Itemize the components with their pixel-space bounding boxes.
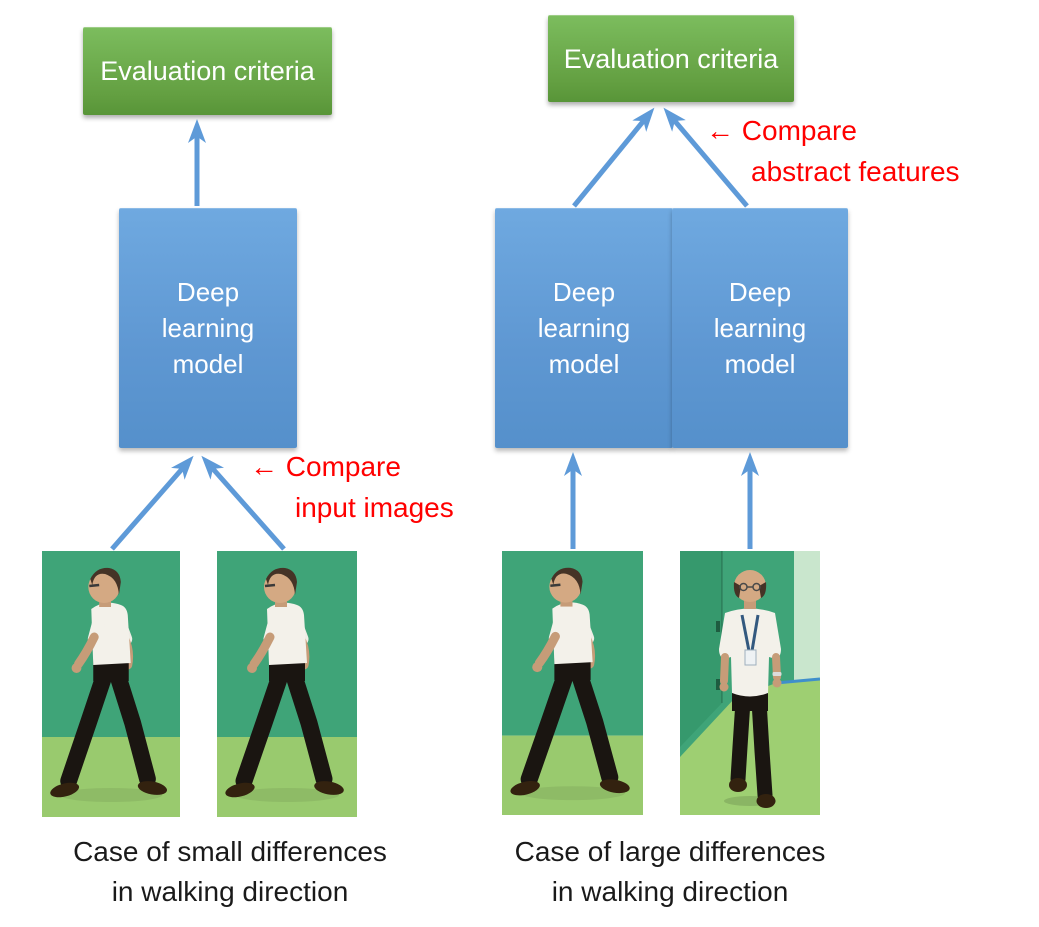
- man-walking-side-illustration: [42, 551, 180, 817]
- compare-note-line1: ← Compare: [706, 115, 857, 146]
- man-walking-front-illustration: [680, 551, 820, 815]
- man-walking-side-photo: [217, 551, 357, 817]
- caption-line2: in walking direction: [111, 876, 349, 907]
- arrow-model1-to-criteria-right: [572, 107, 655, 208]
- man-walking-side-illustration: [502, 551, 643, 815]
- compare-note-line2: abstract features: [751, 156, 960, 187]
- caption-large-differences: Case of large differences in walking dir…: [450, 832, 890, 912]
- deep-learning-model-box-right-2: Deep learning model: [672, 208, 848, 448]
- man-walking-front-photo: [680, 551, 820, 815]
- evaluation-criteria-box-left: Evaluation criteria: [83, 27, 332, 115]
- arrow-photo1-to-model-left: [110, 455, 194, 551]
- compare-note-line2: input images: [295, 492, 454, 523]
- caption-line2: in walking direction: [551, 876, 789, 907]
- man-walking-side-photo: [502, 551, 643, 815]
- deep-learning-model-box-left: Deep learning model: [119, 208, 297, 448]
- caption-line1: Case of large differences: [514, 836, 826, 867]
- compare-note-line1: ← Compare: [250, 451, 401, 482]
- compare-abstract-features-note: ← Compare abstract features: [706, 110, 960, 192]
- caption-line1: Case of small differences: [73, 836, 387, 867]
- deep-learning-model-box-right-1: Deep learning model: [495, 208, 673, 448]
- evaluation-criteria-box-right: Evaluation criteria: [548, 15, 794, 102]
- man-walking-side-photo: [42, 551, 180, 817]
- caption-small-differences: Case of small differences in walking dir…: [10, 832, 450, 912]
- man-walking-side-illustration: [217, 551, 357, 817]
- compare-input-images-note: ← Compare input images: [250, 446, 454, 528]
